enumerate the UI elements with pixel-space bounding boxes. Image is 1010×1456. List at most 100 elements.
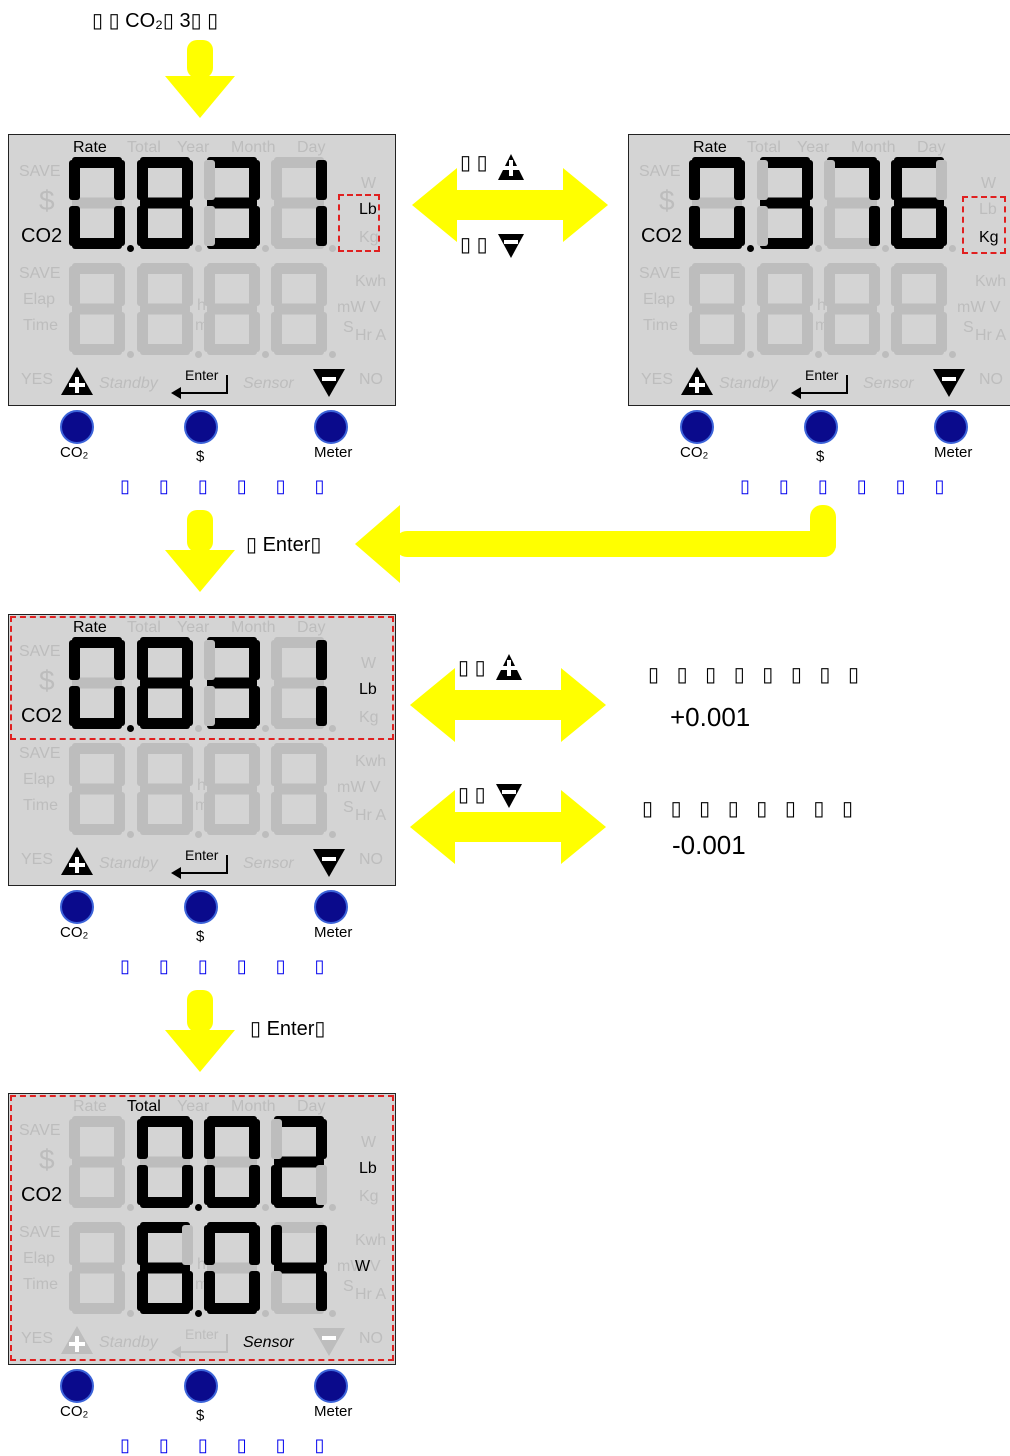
lcd-digit bbox=[137, 743, 193, 835]
co2-button-label: CO₂ bbox=[60, 924, 89, 941]
return-arrow bbox=[355, 505, 836, 583]
label-total: Total bbox=[127, 619, 161, 636]
label-w: W bbox=[361, 1134, 377, 1151]
down-arrow-enter bbox=[165, 510, 235, 592]
plus-triangle-icon bbox=[498, 154, 524, 180]
lcd-digit bbox=[757, 157, 813, 249]
meter-button[interactable] bbox=[314, 1369, 348, 1403]
label-day: Day bbox=[297, 619, 326, 636]
label-h: h bbox=[817, 297, 826, 314]
label-s: S bbox=[963, 319, 974, 336]
double-arrow bbox=[410, 790, 606, 864]
label-mw: mW V bbox=[957, 299, 1001, 316]
co2-button[interactable] bbox=[680, 410, 714, 444]
label-hr: Hr A bbox=[355, 327, 387, 344]
label-enter: Enter bbox=[805, 367, 839, 383]
label-hr: Hr A bbox=[355, 1286, 387, 1303]
blue-caption: ▯ ▯ ▯ ▯ ▯ ▯ bbox=[740, 476, 957, 496]
meter-button[interactable] bbox=[314, 890, 348, 924]
label-lb: Lb bbox=[979, 201, 997, 218]
lcd-digit bbox=[137, 263, 193, 355]
enter-caption: ▯ Enter▯ bbox=[246, 534, 322, 556]
label-lb: Lb bbox=[359, 681, 377, 698]
decimal-point bbox=[747, 245, 754, 252]
label-mw: mW V bbox=[337, 299, 381, 316]
lcd-digit bbox=[137, 157, 193, 249]
label-month: Month bbox=[231, 139, 276, 156]
decimal-point bbox=[262, 351, 269, 358]
label-elap: Elap bbox=[23, 291, 56, 308]
label-sensor: Sensor bbox=[243, 375, 294, 392]
lcd-digit bbox=[204, 1222, 260, 1314]
label-kwh: Kwh bbox=[355, 1232, 387, 1249]
decimal-point bbox=[329, 725, 336, 732]
co2-button[interactable] bbox=[60, 1369, 94, 1403]
label-co2: CO2 bbox=[641, 225, 683, 247]
label-s: S bbox=[343, 1278, 354, 1295]
lcd-digit bbox=[824, 263, 880, 355]
label-no: NO bbox=[979, 371, 1003, 388]
plus-triangle-icon bbox=[61, 367, 93, 395]
label-h: h bbox=[197, 297, 206, 314]
label-h: h bbox=[197, 777, 206, 794]
decimal-point bbox=[882, 351, 889, 358]
label-elap: Elap bbox=[643, 291, 676, 308]
label-rate: Rate bbox=[73, 139, 107, 156]
up-caption: ▯ ▯ bbox=[460, 152, 488, 174]
enter-arrow-icon bbox=[171, 855, 228, 879]
dollar-button[interactable] bbox=[804, 410, 838, 444]
blue-caption: ▯ ▯ ▯ ▯ ▯ ▯ bbox=[120, 476, 337, 496]
down-caption: ▯ ▯ bbox=[460, 234, 488, 256]
decimal-point bbox=[262, 1204, 269, 1211]
minus-triangle-icon bbox=[313, 849, 345, 877]
label-dollar: $ bbox=[39, 185, 55, 216]
lcd-digit bbox=[891, 157, 947, 249]
decimal-point bbox=[262, 245, 269, 252]
co2-button[interactable] bbox=[60, 890, 94, 924]
dollar-button[interactable] bbox=[184, 890, 218, 924]
lcd-digit bbox=[271, 637, 327, 729]
lcd-digit bbox=[69, 1116, 125, 1208]
lcd-digit bbox=[69, 263, 125, 355]
minus-triangle-icon bbox=[498, 234, 524, 258]
label-standby: Standby bbox=[99, 375, 158, 392]
lcd-digit bbox=[69, 1222, 125, 1314]
meter-button[interactable] bbox=[934, 410, 968, 444]
label-save-2: SAVE bbox=[19, 1224, 61, 1241]
label-kg: Kg bbox=[979, 229, 999, 246]
label-time: Time bbox=[23, 797, 58, 814]
lcd-digit bbox=[204, 157, 260, 249]
label-dollar: $ bbox=[659, 185, 675, 216]
decimal-point bbox=[195, 1310, 202, 1317]
label-yes: YES bbox=[641, 371, 674, 388]
decimal-point bbox=[815, 351, 822, 358]
label-day: Day bbox=[297, 139, 326, 156]
minus-triangle-icon bbox=[933, 369, 965, 397]
dollar-button[interactable] bbox=[184, 1369, 218, 1403]
label-w: W bbox=[361, 655, 377, 672]
minus-triangle-icon bbox=[496, 784, 522, 808]
unit-highlight bbox=[962, 196, 1006, 254]
meter-button[interactable] bbox=[314, 410, 348, 444]
blue-caption: ▯ ▯ ▯ ▯ ▯ ▯ bbox=[120, 956, 337, 976]
decimal-point bbox=[127, 1310, 134, 1317]
unit-highlight bbox=[338, 194, 380, 252]
top-caption: ▯ ▯ CO₂▯ 3▯ ▯ bbox=[92, 10, 219, 32]
decimal-point bbox=[127, 831, 134, 838]
co2-button-label: CO₂ bbox=[60, 444, 89, 461]
dollar-button[interactable] bbox=[184, 410, 218, 444]
label-save-2: SAVE bbox=[19, 745, 61, 762]
lcd-digit bbox=[271, 263, 327, 355]
decimal-point bbox=[195, 725, 202, 732]
decimal-point bbox=[329, 831, 336, 838]
decimal-point bbox=[262, 1310, 269, 1317]
co2-button[interactable] bbox=[60, 410, 94, 444]
label-total: Total bbox=[127, 139, 161, 156]
label-kwh: Kwh bbox=[355, 273, 387, 290]
label-rate: Rate bbox=[693, 139, 727, 156]
enter-arrow-icon bbox=[171, 1334, 228, 1358]
label-kg: Kg bbox=[359, 229, 379, 246]
label-s: S bbox=[343, 319, 354, 336]
